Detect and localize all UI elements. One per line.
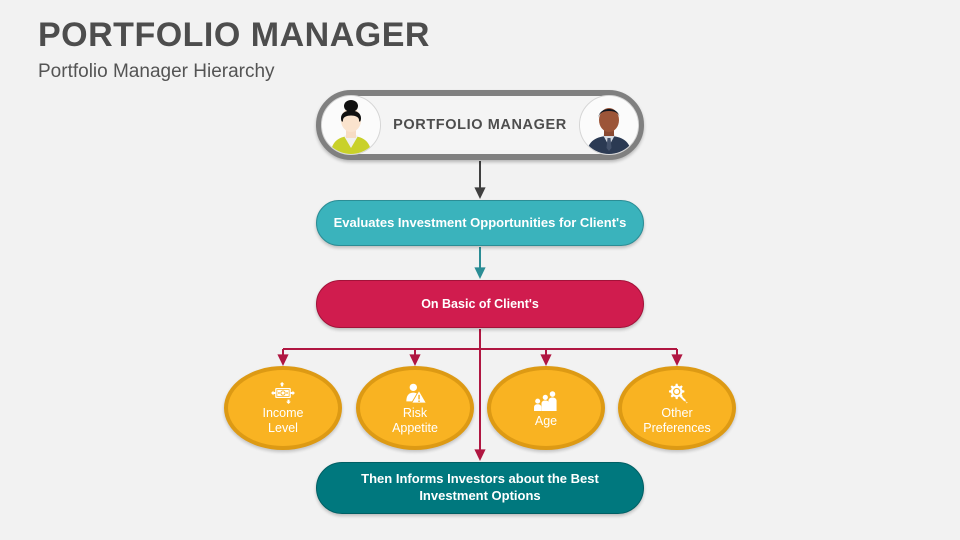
process-box-informs-label: Then Informs Investors about the Best In… bbox=[361, 471, 599, 503]
criteria-node-age[interactable]: Age bbox=[487, 366, 605, 450]
people-group-icon bbox=[533, 388, 559, 412]
criteria-node-age-label: Age bbox=[534, 413, 558, 428]
page-subtitle: Portfolio Manager Hierarchy bbox=[38, 61, 275, 82]
criteria-node-income-level-label: Income Level bbox=[262, 406, 304, 435]
criteria-node-income-level[interactable]: Income Level bbox=[224, 366, 342, 450]
portfolio-manager-node[interactable]: PORTFOLIO MANAGER bbox=[316, 90, 644, 160]
criteria-node-other-preferences[interactable]: Other Preferences bbox=[618, 366, 736, 450]
gear-wrench-icon bbox=[666, 380, 689, 404]
process-box-basis-label: On Basic of Client's bbox=[421, 296, 539, 311]
process-box-basis[interactable]: On Basic of Client's bbox=[316, 280, 644, 328]
portfolio-manager-label: PORTFOLIO MANAGER bbox=[393, 117, 567, 133]
banknote-money-icon bbox=[271, 380, 295, 405]
criteria-node-risk-appetite-label: Risk Appetite bbox=[392, 406, 438, 435]
page-title: PORTFOLIO MANAGER bbox=[38, 16, 430, 54]
person-warning-icon bbox=[404, 380, 427, 404]
criteria-node-other-preferences-label: Other Preferences bbox=[643, 406, 711, 435]
process-box-evaluates[interactable]: Evaluates Investment Opportunities for C… bbox=[316, 200, 644, 246]
female-professional-avatar bbox=[321, 95, 381, 155]
process-box-evaluates-label: Evaluates Investment Opportunities for C… bbox=[333, 214, 627, 230]
process-box-informs[interactable]: Then Informs Investors about the Best In… bbox=[316, 462, 644, 514]
male-professional-avatar bbox=[579, 95, 639, 155]
criteria-node-risk-appetite[interactable]: Risk Appetite bbox=[356, 366, 474, 450]
